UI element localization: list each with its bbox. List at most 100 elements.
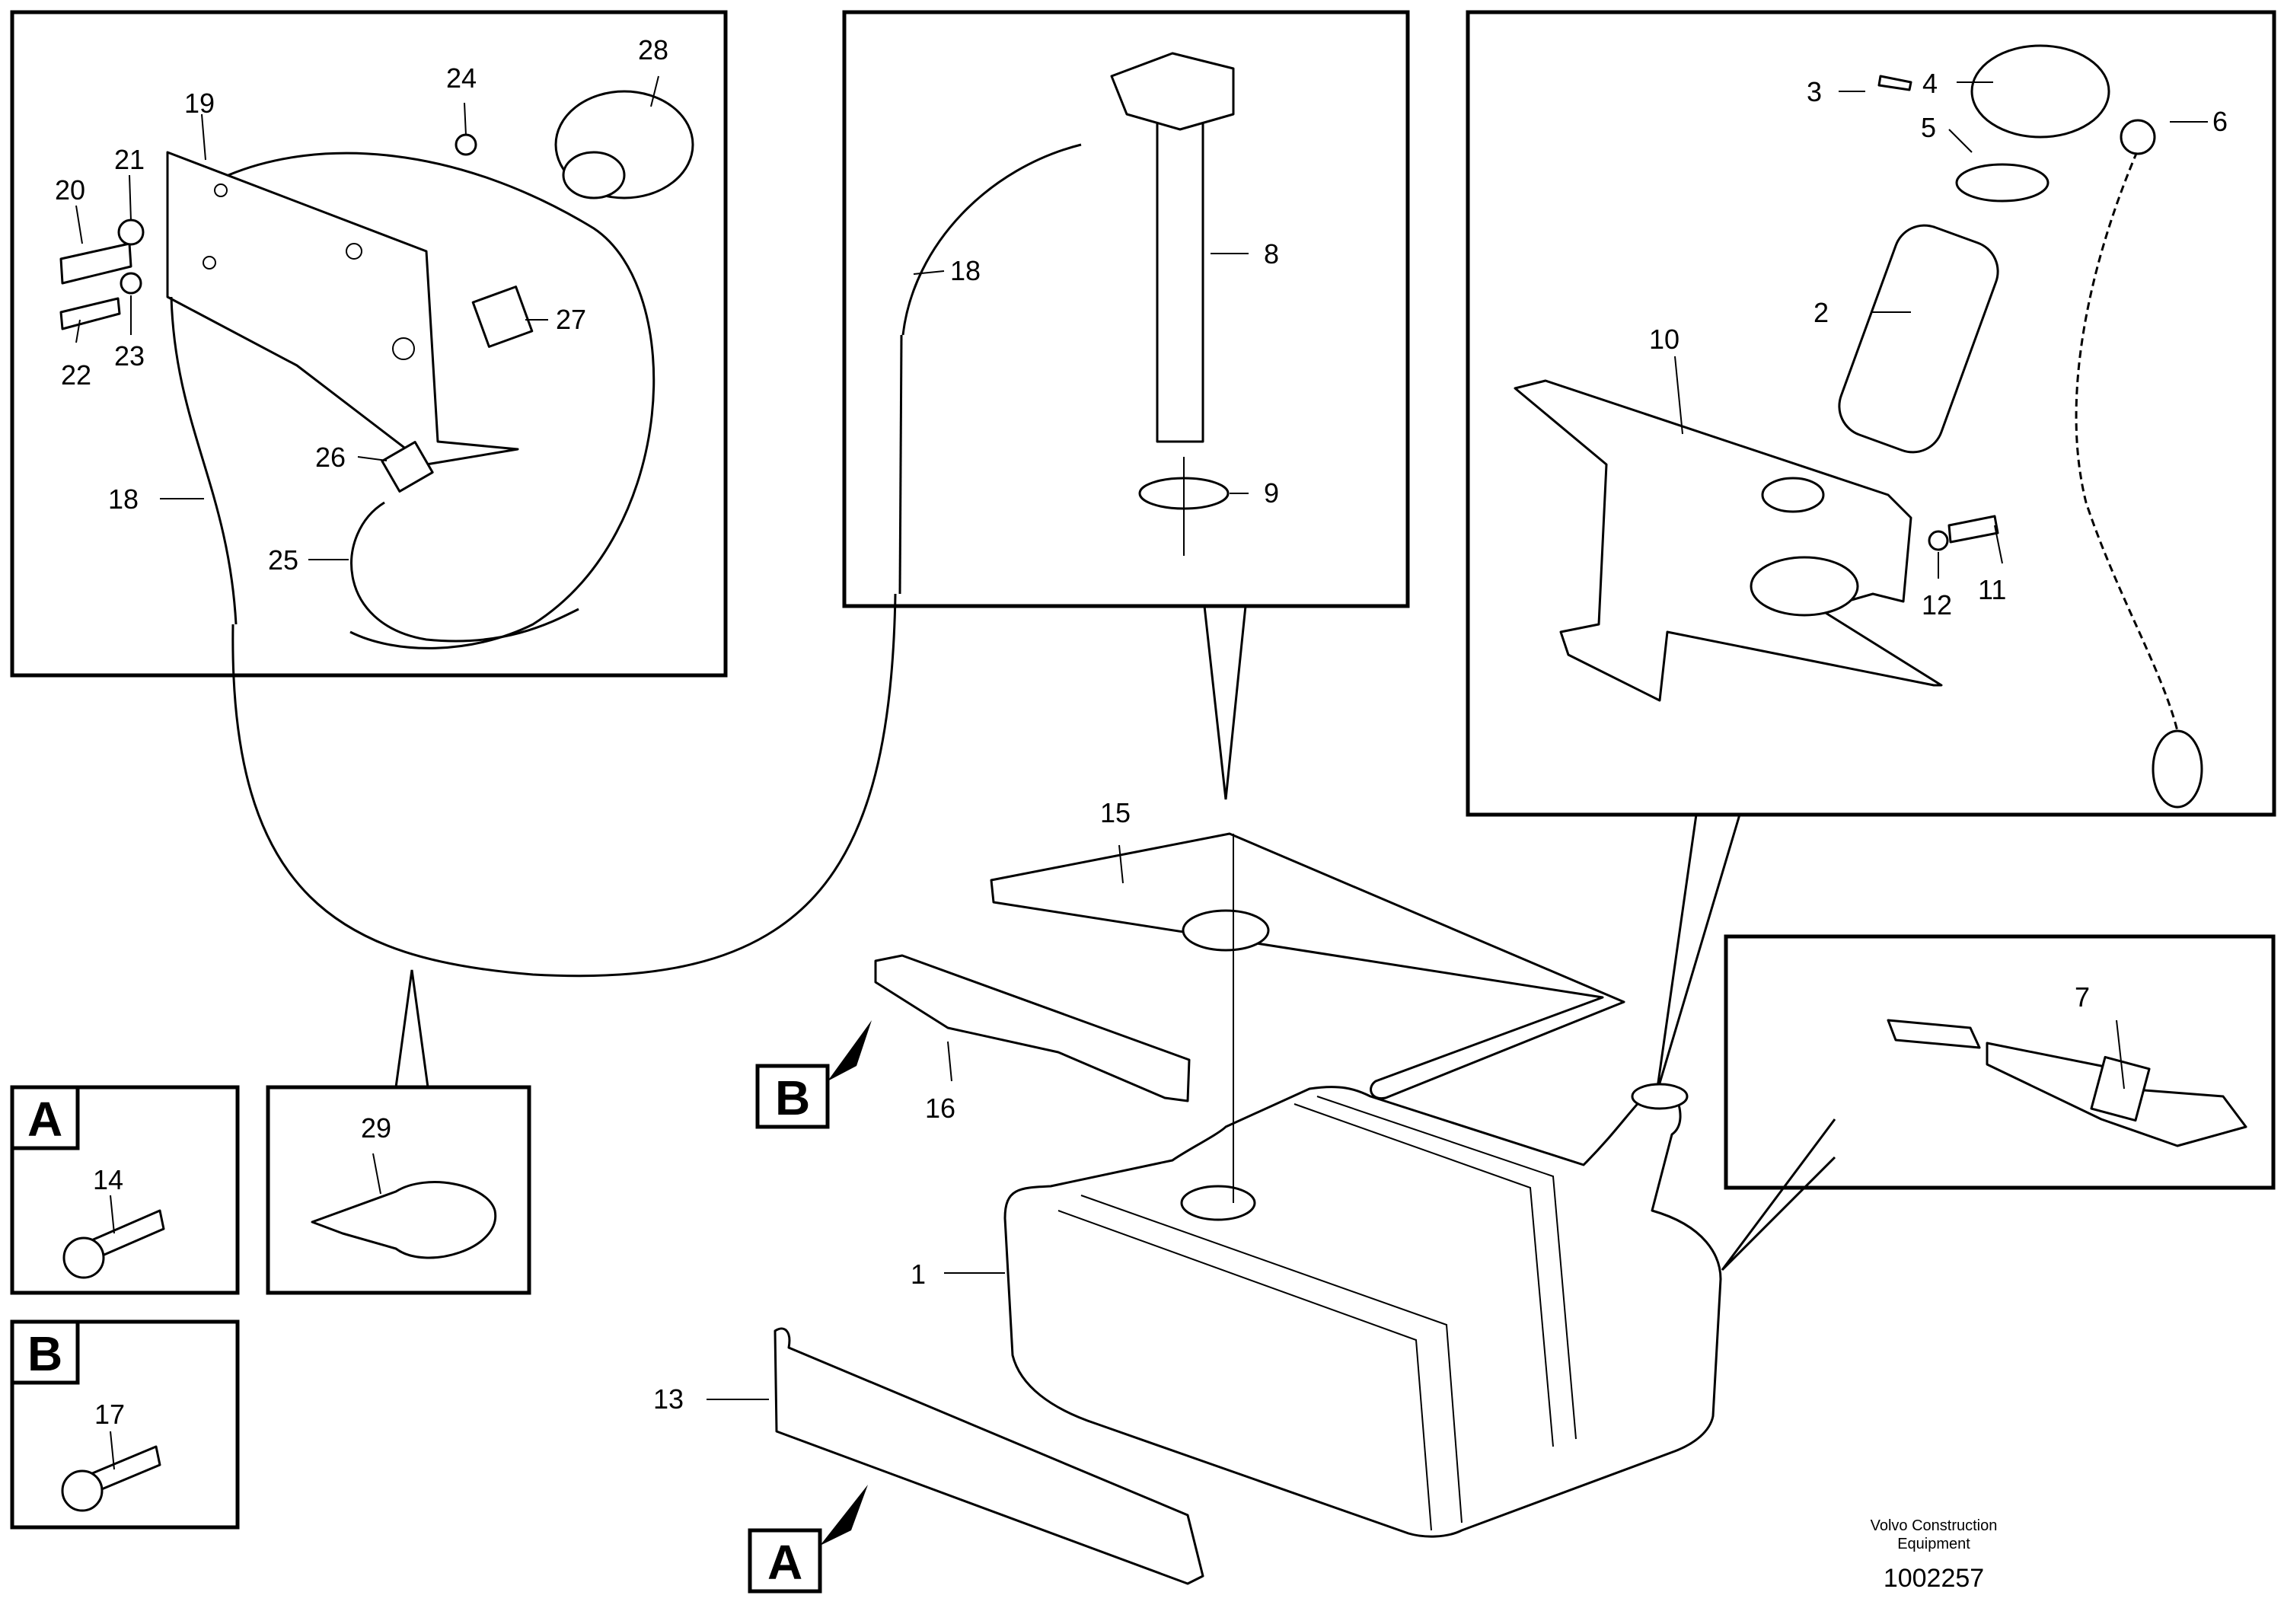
- callout-7: 7: [2075, 981, 2090, 1013]
- callout-5: 5: [1921, 112, 1936, 143]
- callout-28: 28: [638, 34, 668, 65]
- callout-19: 19: [184, 88, 215, 119]
- retaining-chain: [2075, 129, 2179, 732]
- fuel-tank-1-rib-d: [1316, 1096, 1577, 1440]
- view-b-letter-box: [10, 1319, 80, 1385]
- callout-10: 10: [1649, 324, 1680, 355]
- washer-21: [117, 219, 145, 246]
- callout-21: 21: [114, 144, 145, 175]
- hose-25: [350, 501, 579, 643]
- nipple-27: [471, 286, 534, 348]
- hose-18-top: [901, 143, 1082, 336]
- fuel-tank-1-rib-b: [1080, 1195, 1463, 1523]
- view-b-letter: B: [27, 1326, 62, 1381]
- callout-2: 2: [1813, 297, 1829, 328]
- bolt-20: [59, 242, 132, 285]
- bolt-22: [59, 297, 121, 330]
- fuel-tank-1-filler-port: [1631, 1083, 1689, 1110]
- callout-11: 11: [1978, 574, 2006, 605]
- callout-18a: 18: [108, 483, 139, 515]
- bracket-19-hole-b: [203, 256, 216, 270]
- detail-panel-level-sender: [842, 10, 1410, 608]
- callout-24: 24: [446, 62, 477, 94]
- callout-4: 4: [1922, 68, 1938, 99]
- fitting-26: [381, 441, 434, 493]
- detail-panel-view-a: [10, 1085, 240, 1295]
- ring-6: [2120, 119, 2156, 155]
- chain-ring: [2152, 729, 2203, 809]
- view-marker-b-arrow: [828, 1020, 872, 1081]
- callout-23: 23: [114, 340, 145, 372]
- callout-6: 6: [2212, 106, 2228, 137]
- bracket-19-hole-d: [392, 337, 415, 360]
- view-marker-b-label: B: [775, 1070, 810, 1125]
- cover-plate-15: [990, 832, 1625, 1100]
- view-marker-a-arrow: [820, 1485, 868, 1546]
- brand-line-1: Volvo Construction: [1871, 1517, 1998, 1534]
- document-number: 1002257: [1884, 1564, 1984, 1593]
- filler-bracket-10-boss: [1761, 477, 1825, 513]
- hose-loop: [228, 152, 656, 649]
- level-sender-8-head: [1110, 52, 1235, 131]
- level-sender-8: [1156, 120, 1204, 443]
- mounting-bracket-19: [166, 151, 519, 466]
- strap-7-buckle: [2090, 1055, 2151, 1122]
- callout-26: 26: [315, 442, 346, 473]
- bolt-17-head: [61, 1469, 104, 1512]
- view-marker-a-box: [748, 1528, 822, 1594]
- view-a-letter-box: [10, 1085, 80, 1150]
- callout-8: 8: [1264, 238, 1279, 270]
- filler-bracket-10: [1514, 379, 1943, 702]
- callout-13: 13: [653, 1383, 684, 1415]
- callout-15: 15: [1100, 797, 1131, 828]
- fuel-tank-1: [1003, 1086, 1722, 1538]
- washer-23: [120, 272, 142, 295]
- filter-28-end: [562, 151, 626, 199]
- hose-18-routing-b: [898, 334, 903, 595]
- callout-18b: 18: [950, 255, 981, 286]
- detail-panel-bracket-and-hoses: [10, 10, 728, 678]
- strainer-2: [1838, 224, 1999, 454]
- fuel-tank-1-rib-a: [1057, 1210, 1432, 1531]
- view-marker-a-label: A: [767, 1535, 802, 1590]
- detail-panel-view-b: [10, 1319, 240, 1530]
- panel-pointer-strap: [1721, 1118, 1836, 1271]
- cable-tie-29: [311, 1181, 497, 1259]
- detail-panel-filler-neck: [1466, 10, 2276, 817]
- bracket-19-hole-c: [346, 243, 362, 260]
- washer-12: [1928, 530, 1949, 551]
- callout-27: 27: [556, 304, 586, 335]
- brand-line-2: Equipment: [1897, 1536, 1970, 1552]
- panel-pointer-level-sender: [1203, 605, 1247, 800]
- bolt-14-head: [62, 1236, 105, 1279]
- bracket-16: [874, 954, 1191, 1102]
- callout-16: 16: [925, 1093, 955, 1124]
- detail-panel-strap: [1724, 934, 2276, 1190]
- detail-panel-cable-tie: [266, 1085, 531, 1295]
- screw-3: [1877, 75, 1912, 91]
- washer-24: [455, 133, 477, 156]
- callout-14: 14: [93, 1164, 123, 1195]
- callout-3: 3: [1807, 76, 1822, 107]
- cover-plate-15-hole: [1182, 909, 1270, 952]
- hose-18-routing: [231, 593, 897, 978]
- callout-25: 25: [268, 544, 298, 576]
- callout-12: 12: [1922, 589, 1952, 621]
- bracket-19-hole-a: [214, 183, 228, 197]
- callout-1: 1: [911, 1259, 926, 1290]
- strap-7-end: [1887, 1019, 1981, 1049]
- fuel-tank-1-sender-port: [1180, 1185, 1256, 1221]
- callout-17: 17: [94, 1399, 125, 1430]
- leader-lines: [75, 75, 2208, 1470]
- view-marker-b-box: [755, 1064, 830, 1129]
- panel-pointer-cable-tie: [394, 969, 429, 1088]
- view-a-letter: A: [27, 1092, 62, 1147]
- filler-bracket-10-hole: [1750, 556, 1859, 617]
- hose-18-short: [170, 296, 238, 625]
- bolt-11: [1947, 515, 1999, 544]
- callout-20: 20: [55, 174, 85, 206]
- shield-13: [774, 1327, 1204, 1585]
- filler-cap-4: [1970, 44, 2110, 139]
- gasket-5: [1955, 163, 2050, 203]
